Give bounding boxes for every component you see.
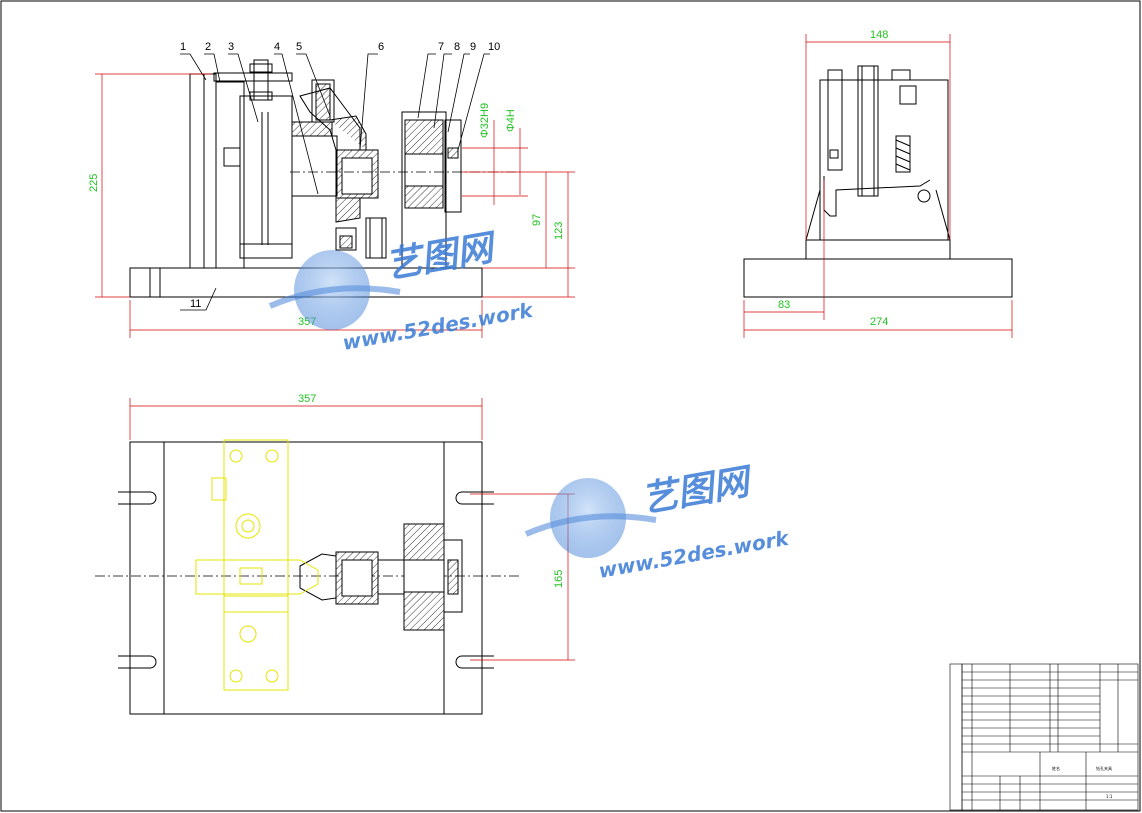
dim-diameter-32: Φ32H9 [479,103,491,138]
part-label-6: 6 [378,41,384,53]
part-label-7: 7 [438,41,444,53]
part-label-9: 9 [470,41,476,53]
watermark-brand: 艺图网 [382,227,500,287]
watermark-url: www.52des.work [341,298,536,355]
dim-97: 97 [531,214,543,226]
dim-width-357-plan: 357 [298,393,316,405]
dim-height-165: 165 [553,570,565,588]
title-block [949,663,1139,811]
title-block-text: 姓名 钻孔夹具 1:1 [1052,765,1113,799]
part-label-2: 2 [205,41,211,53]
dim-height-225: 225 [88,174,100,192]
front-part-label-group: 1 2 3 4 5 6 7 8 9 10 11 [180,41,500,310]
front-dimensions [95,73,575,338]
plan-view [95,441,520,715]
dim-offset-83: 83 [778,299,790,311]
title-scale: 1:1 [1106,794,1113,799]
dim-width-274: 274 [870,316,888,328]
part-label-3: 3 [228,41,234,53]
dim-diameter-4: Φ4H [505,109,517,132]
title-drawing-name: 钻孔夹具 [1096,765,1112,771]
dim-width-148: 148 [870,29,888,41]
part-label-1: 1 [180,41,186,53]
front-part-leaders [180,53,490,311]
plan-dimensions [129,398,575,661]
side-dimensions [743,34,1013,338]
watermark-top: 艺图网 www.52des.work [268,227,536,355]
part-label-10: 10 [488,41,500,53]
title-designer: 姓名 [1052,765,1060,771]
part-label-8: 8 [454,41,460,53]
side-view [743,65,1013,298]
front-view [129,59,520,298]
highlighted-clamp-assembly [195,439,319,691]
watermark-url: www.52des.work [597,526,792,583]
watermark-brand: 艺图网 [638,461,756,521]
part-label-4: 4 [274,41,280,53]
dim-123: 123 [553,222,565,240]
part-label-5: 5 [296,41,302,53]
watermark-bottom: 艺图网 www.52des.work [524,461,792,583]
part-label-11: 11 [190,298,201,310]
